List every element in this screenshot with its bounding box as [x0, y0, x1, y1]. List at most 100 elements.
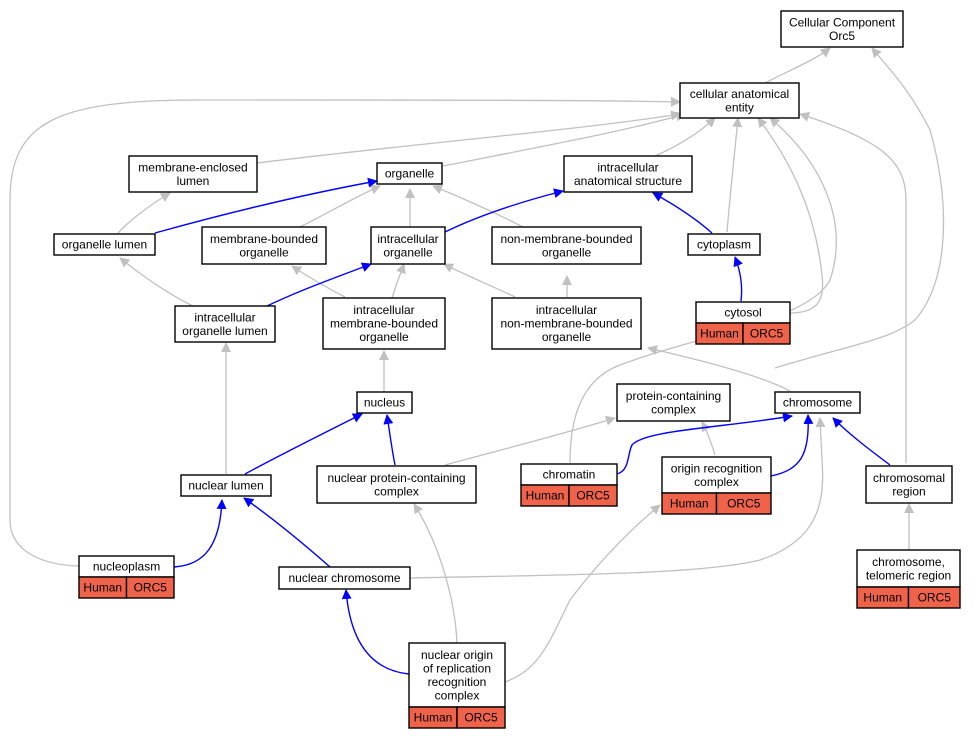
annotation-cell [907, 586, 961, 609]
node-label-line: cytoplasm [697, 238, 751, 252]
edge-orc-to-pcc [701, 421, 716, 456]
edges [9, 47, 945, 683]
annotation-species: Human [83, 581, 122, 595]
node-label-line: cellular anatomical [690, 87, 789, 101]
edge-norc-to-nuclear-chromosome [341, 589, 410, 675]
node-label-line: chromosome [783, 396, 853, 410]
node-label-line: complex [374, 484, 419, 498]
node-organelle[interactable]: organelle [376, 162, 443, 185]
node-label-line: of replication [423, 661, 491, 675]
node-label-line: organelle lumen [182, 324, 267, 338]
node-box [865, 465, 953, 504]
node-box [780, 10, 904, 48]
node-chromosome[interactable]: chromosome [774, 391, 861, 414]
node-label-line: organelle [359, 330, 409, 344]
edge-cae-to-root [764, 47, 831, 84]
edge-ias-to-cae [654, 117, 716, 157]
edge-nucleoplasm-to-cae [9, 96, 681, 567]
node-box [661, 456, 772, 494]
node-box [278, 566, 411, 590]
node-box [180, 474, 272, 497]
annotation-gene: ORC5 [750, 327, 784, 341]
node-box [616, 383, 731, 422]
edge-imbo-to-io [391, 263, 406, 299]
node-label-line: Orc5 [829, 29, 855, 43]
node-box [370, 226, 446, 265]
node-label-line: anatomical structure [574, 174, 682, 188]
edge-imbo-to-mbo [291, 265, 346, 298]
node-box [491, 226, 642, 265]
annotation-species: Human [863, 591, 902, 605]
node-label-line: lumen [177, 174, 210, 188]
node-box [376, 162, 443, 185]
node-label-line: organelle [239, 245, 289, 259]
node-nuclear-chromosome[interactable]: nuclear chromosome [278, 566, 411, 590]
edge-chromatin-to-chromosome [616, 412, 793, 475]
annotation-species: Human [414, 711, 453, 725]
node-intracellular-non-membrane-bounded-organelle[interactable]: intracellularnon-membrane-boundedorganel… [491, 297, 642, 350]
node-label-line: Cellular Component [789, 15, 896, 29]
node-label-line: chromosome, [872, 555, 945, 569]
node-label-line: organelle [383, 245, 433, 259]
node-box [687, 233, 761, 256]
node-label-line: nucleus [364, 396, 405, 410]
node-box [491, 297, 642, 350]
node-label-line: nuclear origin [421, 648, 493, 662]
edge-io-to-ias [444, 188, 564, 233]
annotation-gene: ORC5 [134, 581, 168, 595]
node-box [316, 465, 477, 504]
annotation-cell [568, 484, 618, 507]
node-cytoplasm[interactable]: cytoplasm [687, 233, 761, 256]
node-label-line: membrane-bounded [330, 317, 438, 331]
node-label-line: chromosomal [873, 471, 945, 485]
node-label-line: intracellular [597, 160, 658, 174]
node-label-line: organelle [542, 245, 592, 259]
edge-inmbo-to-io [443, 263, 516, 298]
node-box [128, 155, 258, 193]
annotation-gene: ORC5 [918, 591, 952, 605]
node-label-line: protein-containing [626, 389, 721, 403]
node-label-line: organelle [385, 167, 435, 181]
edge-npcc-to-nucleus [383, 414, 396, 466]
annotation-species: Human [700, 327, 739, 341]
node-label-line: intracellular [353, 303, 414, 317]
node-box [322, 297, 446, 350]
edge-norc-to-npcc [413, 503, 458, 644]
node-label-line: nuclear chromosome [288, 571, 400, 585]
node-label-line: chromatin [543, 468, 596, 482]
node-nucleus[interactable]: nucleus [356, 391, 413, 414]
annotation-gene: ORC5 [576, 489, 610, 503]
node-organelle-lumen[interactable]: organelle lumen [53, 233, 156, 256]
node-nuclear-lumen[interactable]: nuclear lumen [180, 474, 272, 497]
edge-cytoplasm-to-ias [652, 192, 713, 234]
node-label-line: nuclear protein-containing [327, 471, 465, 485]
annotation-species: Human [526, 489, 565, 503]
edge-chromosome-to-inmbo [647, 345, 791, 392]
annotation-species: Human [670, 497, 709, 511]
edge-orc-to-chromosome [770, 414, 814, 477]
edge-npcc-to-pcc [444, 415, 616, 466]
node-label-line: intracellular [194, 310, 255, 324]
node-label-line: membrane-bounded [210, 232, 318, 246]
node-label-line: complex [651, 402, 696, 416]
annotation-cell [456, 706, 506, 729]
